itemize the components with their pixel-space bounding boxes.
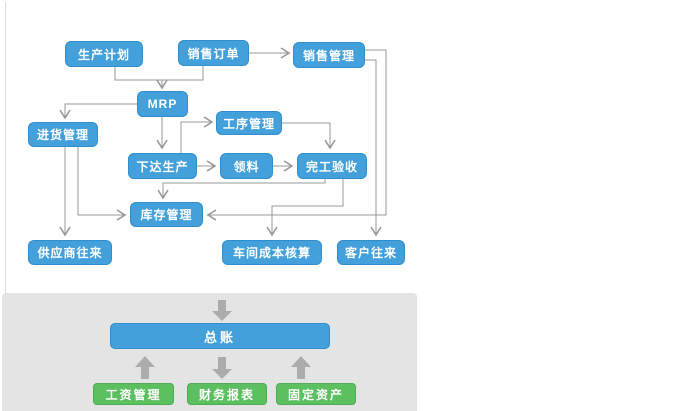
big-arrows xyxy=(135,300,311,379)
node-fixed-assets: 固定资产 xyxy=(276,383,356,405)
node-supplier-accounts: 供应商往来 xyxy=(28,240,112,265)
node-purchase-management: 进货管理 xyxy=(28,122,98,147)
node-release-production: 下达生产 xyxy=(128,153,197,179)
node-process-management: 工序管理 xyxy=(216,111,282,135)
node-sales-management: 销售管理 xyxy=(293,42,365,68)
node-mrp: MRP xyxy=(137,91,188,117)
node-general-ledger: 总账 xyxy=(110,323,330,349)
node-workshop-costing: 车间成本核算 xyxy=(222,240,322,265)
node-sales-order: 销售订单 xyxy=(178,40,249,66)
node-inventory-management: 库存管理 xyxy=(130,202,203,227)
node-production-plan: 生产计划 xyxy=(65,41,143,67)
node-financial-reports: 财务报表 xyxy=(187,383,267,405)
node-completion-acceptance: 完工验收 xyxy=(297,153,367,179)
node-material-picking: 领料 xyxy=(220,153,273,179)
node-customer-accounts: 客户往来 xyxy=(337,240,405,265)
node-payroll-management: 工资管理 xyxy=(93,383,174,405)
